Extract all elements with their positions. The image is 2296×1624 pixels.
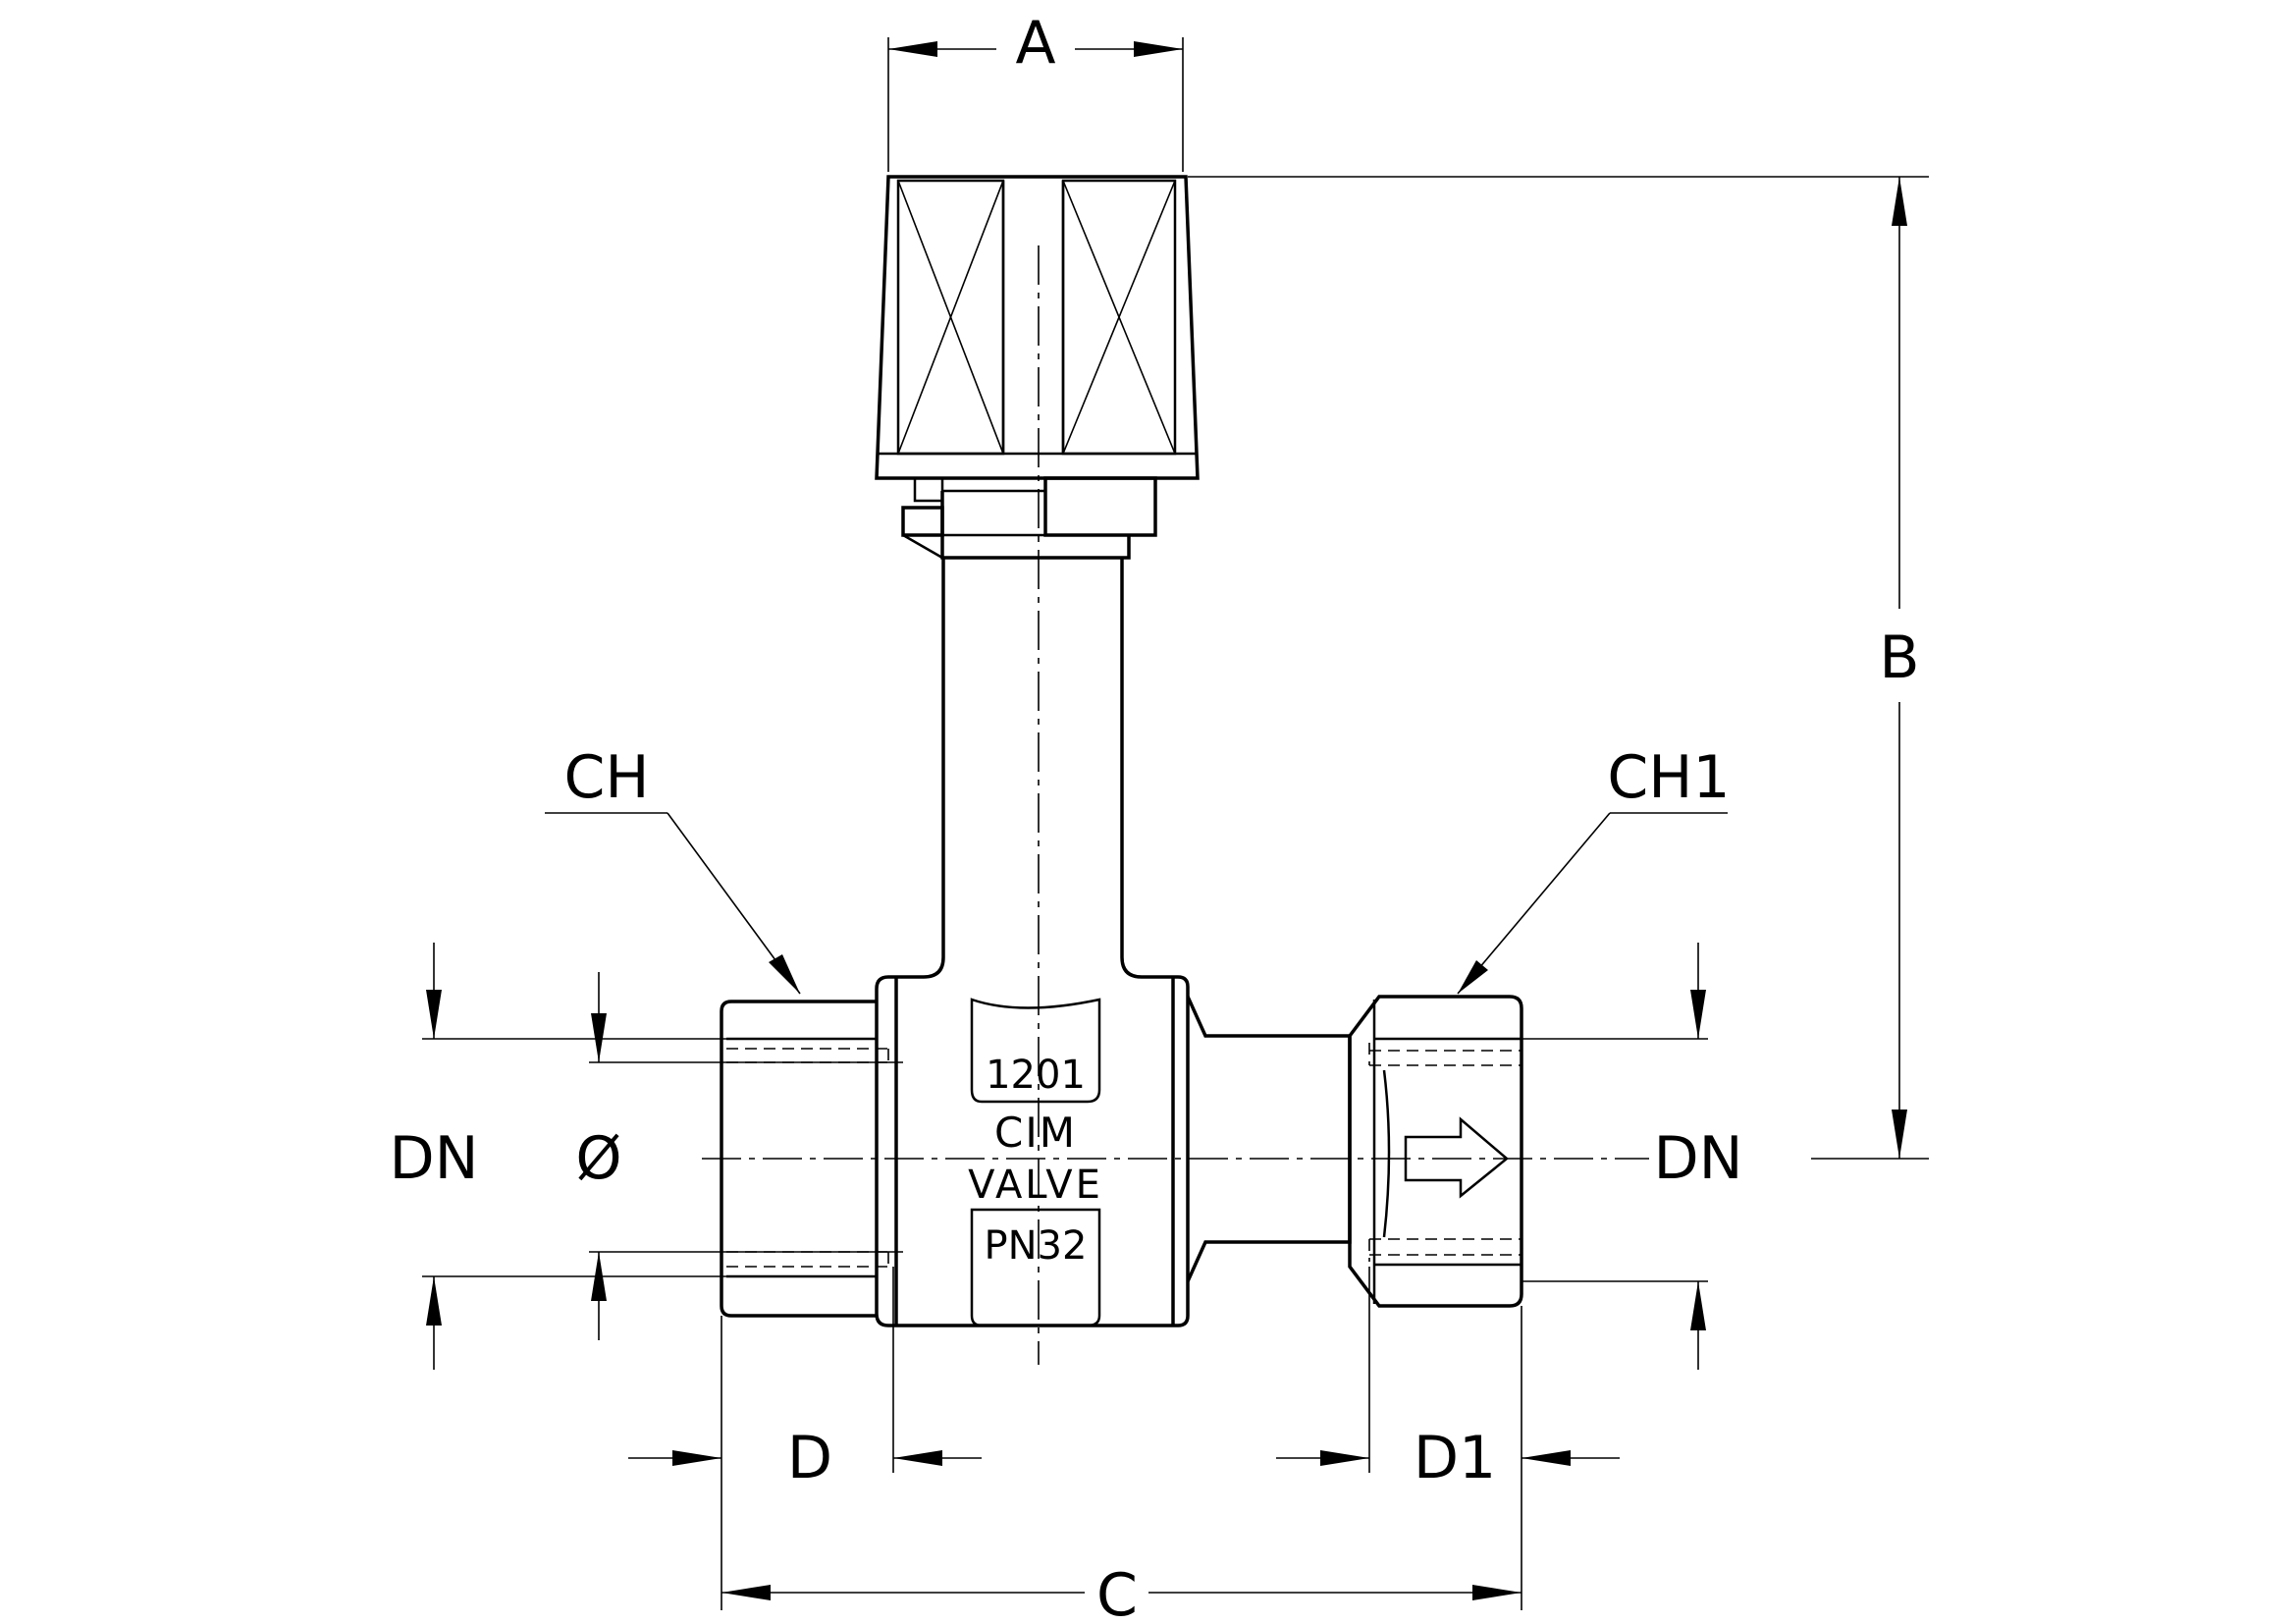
left-connector <box>720 1000 889 1318</box>
leader-label-ch: CH <box>563 743 649 812</box>
right-connector <box>1186 995 1523 1308</box>
dimension-label-diameter: Ø <box>575 1124 621 1193</box>
dimension-label-a: A <box>1015 9 1055 78</box>
dimension-a: A <box>887 9 1184 172</box>
dimension-b: B <box>1188 176 1929 1160</box>
body-marking-line3: VALVE <box>968 1163 1103 1208</box>
leader-label-ch1: CH1 <box>1607 743 1730 812</box>
dimension-label-dn-left: DN <box>389 1124 478 1193</box>
stem <box>923 245 1143 1365</box>
handle <box>875 175 1200 480</box>
dimension-label-d1: D1 <box>1414 1424 1496 1492</box>
dimension-dn-left: DN <box>389 943 726 1370</box>
dimension-d: D <box>628 1267 982 1492</box>
valve-body: 1201 CIM VALVE PN32 <box>875 975 1190 1327</box>
body-marking-line1: 1201 <box>986 1053 1086 1098</box>
dimension-label-dn-right: DN <box>1653 1124 1742 1193</box>
stem-collar <box>901 476 1157 560</box>
flow-direction-arrow-icon <box>1404 1116 1509 1199</box>
leader-ch: CH <box>545 743 801 995</box>
dimension-label-c: C <box>1096 1561 1138 1624</box>
body-marking-line2: CIM <box>994 1109 1077 1157</box>
dimension-diameter: Ø <box>575 972 903 1340</box>
dimension-label-d: D <box>787 1424 832 1492</box>
dimension-d1: D1 <box>1276 1267 1620 1492</box>
dimension-label-b: B <box>1879 623 1919 692</box>
dimension-dn-right: DN <box>1522 943 1743 1370</box>
dimension-c: C <box>721 1306 1522 1624</box>
body-marking-line4: PN32 <box>985 1223 1088 1269</box>
leader-ch1: CH1 <box>1457 743 1731 995</box>
